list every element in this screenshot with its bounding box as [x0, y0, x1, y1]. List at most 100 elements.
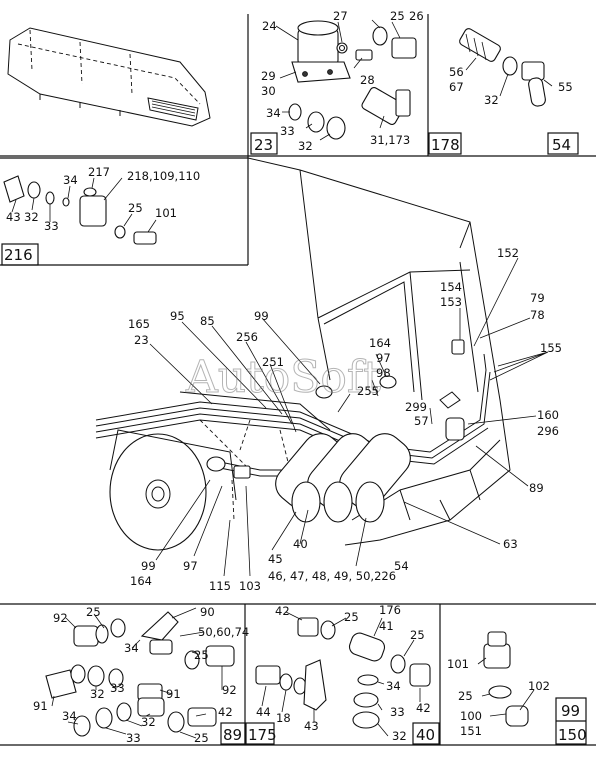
label-55: 55 — [558, 80, 573, 94]
label-98: 98 — [376, 366, 391, 380]
label-78: 78 — [530, 308, 545, 322]
label-56: 56 — [449, 65, 464, 79]
label-25: 25 — [390, 9, 405, 23]
label-101: 101 — [447, 657, 469, 671]
label-32: 32 — [484, 93, 499, 107]
label-95: 95 — [170, 309, 185, 323]
label-92: 92 — [53, 611, 68, 625]
label-97-lower: 97 — [183, 559, 198, 573]
label-18: 18 — [276, 711, 291, 725]
label-153: 153 — [440, 295, 462, 309]
label-296: 296 — [537, 424, 559, 438]
label-25: 25 — [86, 605, 101, 619]
label-155: 155 — [540, 341, 562, 355]
label-90: 90 — [200, 605, 215, 619]
label-102: 102 — [528, 679, 550, 693]
label-34: 34 — [266, 106, 281, 120]
panel-178-ref: 178 — [428, 132, 462, 155]
ref-178: 178 — [431, 136, 460, 154]
panel-89-fittings: 92 25 90 50,60,74 34 25 91 32 33 91 92 3… — [33, 605, 249, 745]
label-25: 25 — [458, 689, 473, 703]
label-25-lower: 25 — [194, 731, 209, 745]
label-25: 25 — [410, 628, 425, 642]
label-91: 91 — [33, 699, 48, 713]
truck-silhouette-illustration — [7, 27, 211, 127]
panel-23-air-dryer: 24 27 25 26 29 30 28 34 33 32 31,173 23 — [250, 9, 424, 155]
label-26: 26 — [409, 9, 424, 23]
label-57: 57 — [414, 414, 429, 428]
ref-89: 89 — [223, 726, 242, 744]
label-165: 165 — [128, 317, 150, 331]
ref-23: 23 — [254, 136, 273, 154]
panel-54-hose-fitting: 56 67 32 55 54 — [449, 28, 579, 155]
label-256: 256 — [236, 330, 258, 344]
label-217: 217 — [88, 165, 110, 179]
label-33: 33 — [390, 705, 405, 719]
label-32: 32 — [90, 687, 105, 701]
label-160: 160 — [537, 408, 559, 422]
label-99: 99 — [254, 309, 269, 323]
label-100: 100 — [460, 709, 482, 723]
label-43: 43 — [304, 719, 319, 733]
label-45: 45 — [268, 552, 283, 566]
label-23: 23 — [134, 333, 149, 347]
label-89: 89 — [529, 481, 544, 495]
ref-150: 150 — [558, 726, 587, 744]
label-33: 33 — [280, 124, 295, 138]
label-24: 24 — [262, 19, 277, 33]
label-25-mid: 25 — [194, 648, 209, 662]
panel-40-fittings: 176 41 25 34 33 42 32 40 — [348, 603, 440, 745]
label-176: 176 — [379, 603, 401, 617]
label-251: 251 — [262, 355, 284, 369]
label-25: 25 — [344, 610, 359, 624]
label-299: 299 — [405, 400, 427, 414]
label-67: 67 — [449, 80, 464, 94]
label-31-173: 31,173 — [370, 133, 410, 147]
label-50-60-74: 50,60,74 — [198, 625, 249, 639]
panel-216-valve: 43 32 33 34 217 218,109,110 25 101 216 — [1, 165, 200, 266]
label-30: 30 — [261, 84, 276, 98]
label-32: 32 — [392, 729, 407, 743]
ref-99: 99 — [561, 702, 580, 720]
label-32: 32 — [298, 139, 313, 153]
label-99-lower: 99 — [141, 559, 156, 573]
ref-216: 216 — [4, 246, 33, 264]
label-79: 79 — [530, 291, 545, 305]
label-164-lower: 164 — [130, 574, 152, 588]
label-85: 85 — [200, 314, 215, 328]
label-41: 41 — [379, 619, 394, 633]
label-34: 34 — [63, 173, 78, 187]
label-34: 34 — [386, 679, 401, 693]
label-42: 42 — [416, 701, 431, 715]
label-25: 25 — [128, 201, 143, 215]
label-33-lower: 33 — [126, 731, 141, 745]
label-46-47-48-49-50-226: 46, 47, 48, 49, 50,226 — [268, 569, 396, 583]
label-151: 151 — [460, 724, 482, 738]
ref-40: 40 — [416, 726, 435, 744]
label-54: 54 — [394, 559, 409, 573]
panel-99-150-fittings: 101 25 100 151 102 99 150 — [447, 631, 587, 745]
ref-54: 54 — [552, 136, 571, 154]
label-63: 63 — [503, 537, 518, 551]
panel-frames — [0, 14, 596, 746]
label-92-right: 92 — [222, 683, 237, 697]
label-27: 27 — [333, 9, 348, 23]
label-29: 29 — [261, 69, 276, 83]
label-255: 255 — [357, 384, 379, 398]
label-42: 42 — [218, 705, 233, 719]
label-43: 43 — [6, 210, 21, 224]
label-32: 32 — [24, 210, 39, 224]
label-115: 115 — [209, 579, 231, 593]
label-33: 33 — [44, 219, 59, 233]
label-42: 42 — [275, 604, 290, 618]
label-40: 40 — [293, 537, 308, 551]
panel-175-fittings: 42 25 44 18 43 175 — [245, 604, 359, 745]
label-44: 44 — [256, 705, 271, 719]
main-cab-chassis-illustration: AutoSoft 152 154 153 79 78 155 165 23 95… — [95, 157, 562, 593]
label-152: 152 — [497, 246, 519, 260]
label-28: 28 — [360, 73, 375, 87]
ref-175: 175 — [248, 726, 277, 744]
label-34-lower: 34 — [62, 709, 77, 723]
label-33: 33 — [110, 681, 125, 695]
